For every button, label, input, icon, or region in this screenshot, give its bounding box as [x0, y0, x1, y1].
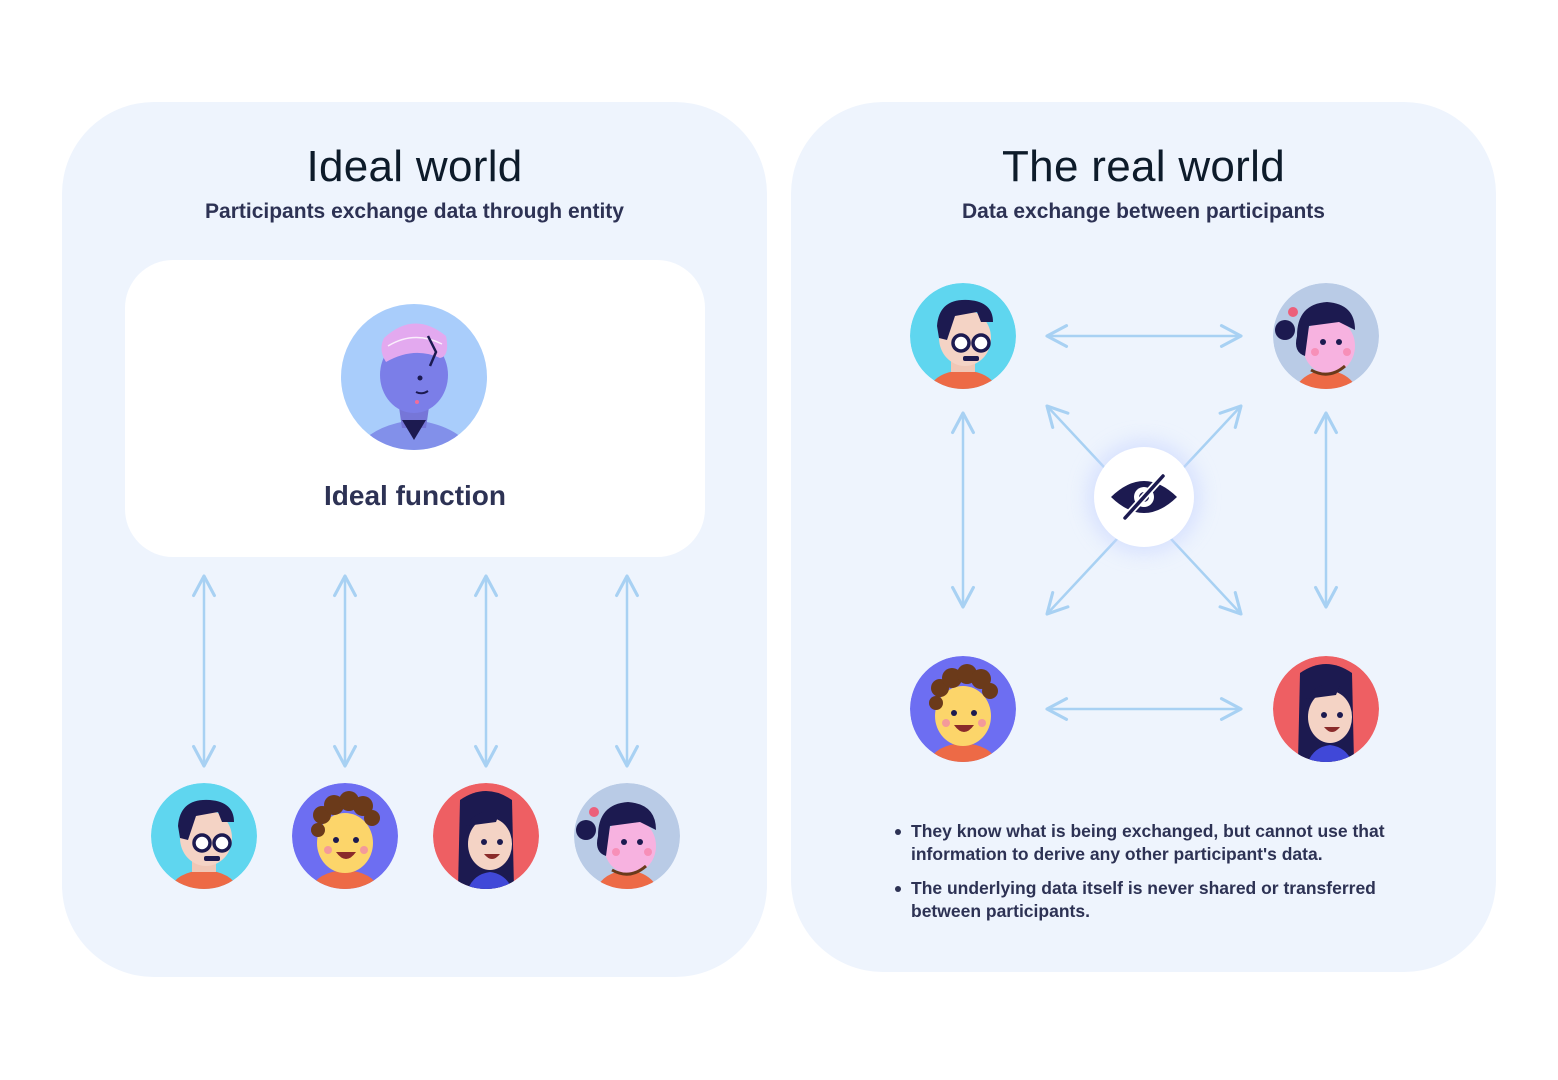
center-eye-node — [1088, 441, 1200, 553]
participant-avatar-glasses — [151, 783, 257, 889]
left-arrows — [192, 574, 639, 768]
note-bullet: The underlying data itself is never shar… — [895, 877, 1435, 923]
ideal-function-label: Ideal function — [324, 480, 506, 511]
real-participant-longhair — [1273, 656, 1379, 762]
real-world-subtitle: Data exchange between participants — [962, 200, 1325, 223]
real-world-notes: They know what is being exchanged, but c… — [895, 820, 1435, 934]
ideal-world-subtitle: Participants exchange data through entit… — [205, 200, 624, 223]
real-world-title: The real world — [1002, 142, 1285, 191]
real-participant-ponytail — [1273, 283, 1379, 389]
participant-avatar-ponytail — [574, 783, 680, 889]
real-participant-curly — [910, 656, 1016, 762]
participant-avatar-curly — [292, 783, 398, 889]
eye-slash-icon — [1111, 472, 1177, 522]
real-participant-glasses — [910, 283, 1016, 389]
note-bullet: They know what is being exchanged, but c… — [895, 820, 1435, 866]
ideal-function-avatar — [341, 304, 487, 450]
participant-avatar-longhair — [433, 783, 539, 889]
ideal-world-title: Ideal world — [306, 142, 523, 191]
